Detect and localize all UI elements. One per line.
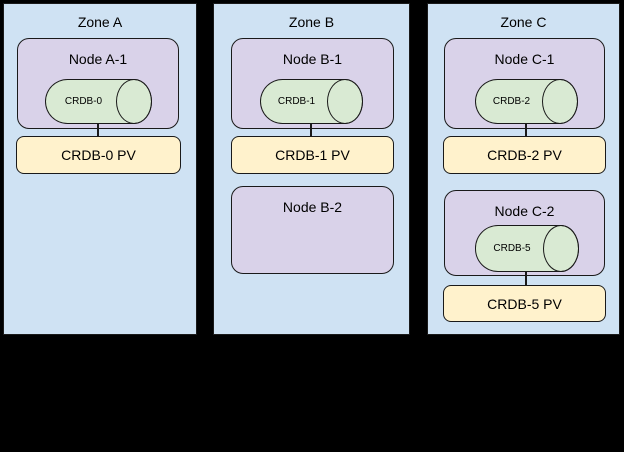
crdb-1-pod-label: CRDB-1 [277,96,316,107]
crdb-2-pv-label: CRDB-2 PV [487,147,562,163]
crdb-2-pod-label: CRDB-2 [492,96,531,107]
zone-c: Zone C Node C-1 CRDB-2 CRDB-2 PV Node C-… [427,3,620,335]
connector-crdb5-to-pv [525,271,527,285]
crdb-0-pod-cylinder: CRDB-0 [45,79,152,124]
node-a1-title: Node A-1 [68,51,128,67]
cylinder-cap-icon [542,79,578,124]
zone-b-title: Zone B [288,14,335,30]
cylinder-cap-icon [116,79,152,124]
connector-crdb2-to-pv [525,123,527,137]
zone-c-title: Zone C [500,14,547,30]
crdb-5-pod-label: CRDB-5 [493,243,531,254]
cylinder-cap-icon [327,79,363,124]
node-b1-title: Node B-1 [282,51,343,67]
connector-crdb0-to-pv [97,123,99,137]
node-b2-title: Node B-2 [282,199,343,215]
crdb-5-pv-box: CRDB-5 PV [443,285,606,322]
node-c2-title: Node C-2 [494,203,555,219]
node-c1-title: Node C-1 [494,51,555,67]
node-b1: Node B-1 CRDB-1 [231,38,394,129]
zone-a-title: Zone A [77,14,123,30]
cylinder-cap-icon [543,225,579,272]
connector-crdb1-to-pv [310,123,312,137]
crdb-1-pod-cylinder: CRDB-1 [260,79,363,124]
zone-b: Zone B Node B-1 CRDB-1 CRDB-1 PV Node B-… [213,3,410,335]
crdb-0-pod-label: CRDB-0 [64,96,103,107]
node-a1: Node A-1 CRDB-0 [17,38,179,129]
crdb-1-pv-label: CRDB-1 PV [275,147,350,163]
node-c2: Node C-2 CRDB-5 [444,190,605,276]
crdb-0-pv-box: CRDB-0 PV [16,136,181,174]
crdb-1-pv-box: CRDB-1 PV [231,136,394,174]
node-c1: Node C-1 CRDB-2 [444,38,605,129]
crdb-0-pv-label: CRDB-0 PV [61,147,136,163]
zone-a: Zone A Node A-1 CRDB-0 CRDB-0 PV [3,3,197,335]
crdb-2-pv-box: CRDB-2 PV [443,136,606,174]
crdb-2-pod-cylinder: CRDB-2 [475,79,578,124]
node-b2: Node B-2 [231,186,394,274]
crdb-5-pod-cylinder: CRDB-5 [475,225,579,272]
crdb-5-pv-label: CRDB-5 PV [487,295,562,312]
